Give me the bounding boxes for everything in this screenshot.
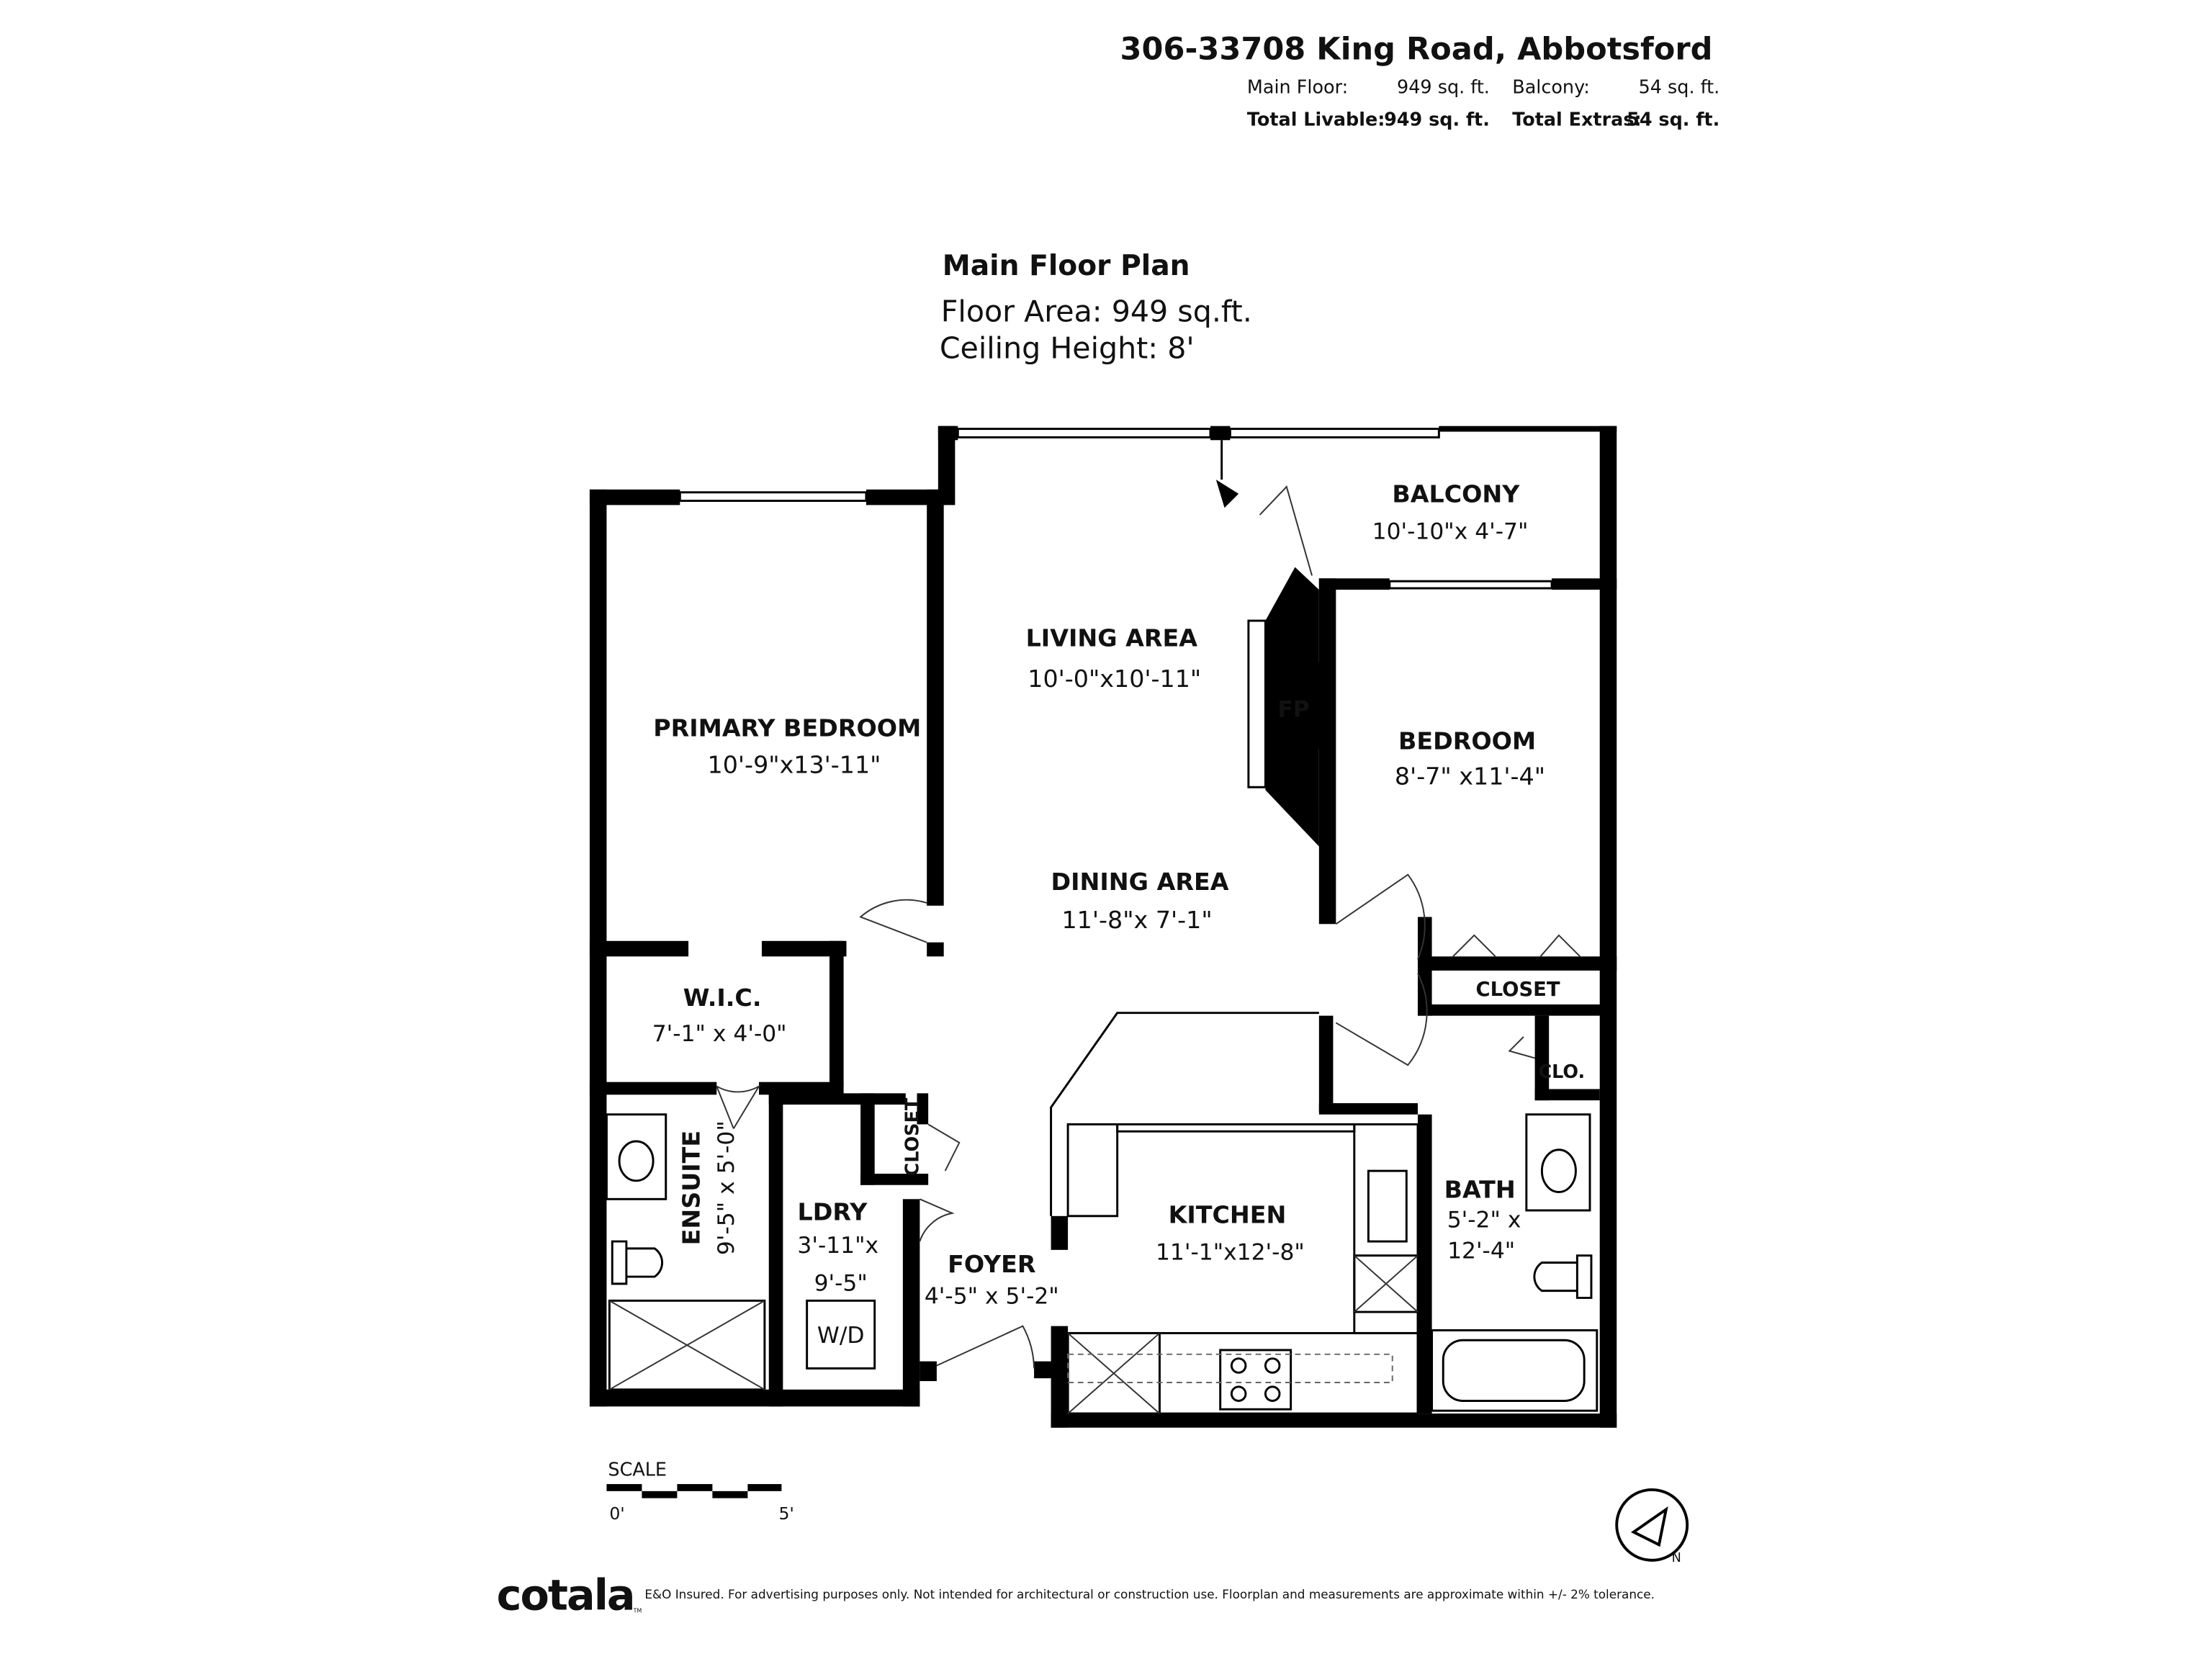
- washer-dryer-label: W/D: [817, 1323, 865, 1349]
- ldry-dims-2: 9'-5": [814, 1271, 868, 1297]
- kitchen-sink-icon: [1367, 1169, 1408, 1243]
- plan-title: Main Floor Plan: [943, 250, 1190, 282]
- balcony-value: 54 sq. ft.: [1639, 76, 1720, 98]
- total-livable-label: Total Livable:: [1247, 109, 1385, 130]
- main-floor-value: 949 sq. ft.: [1397, 76, 1490, 98]
- closet-foyer-name: CLOSET: [902, 1097, 923, 1176]
- balcony-dims: 10'-10"x 4'-7": [1372, 518, 1529, 544]
- scale-label: SCALE: [608, 1459, 667, 1480]
- plan-info: Main Floor Plan Floor Area: 949 sq.ft. C…: [940, 250, 1252, 366]
- total-extras-label: Total Extras:: [1512, 109, 1641, 130]
- closet-bedroom-name: CLOSET: [1476, 979, 1560, 1001]
- ensuite-toilet-icon: [611, 1240, 664, 1285]
- balcony-label: Balcony:: [1512, 76, 1590, 98]
- header: 306-33708 King Road, Abbotsford Main Flo…: [1120, 31, 1720, 130]
- bath-dims-2: 12'-4": [1447, 1238, 1515, 1264]
- compass-north: N: [1672, 1551, 1681, 1565]
- bath-sink-icon: [1540, 1148, 1577, 1193]
- footer: cotala TM E&O Insured. For advertising p…: [497, 1570, 1655, 1619]
- cotala-logo: cotala: [497, 1570, 634, 1619]
- kitchen-name: KITCHEN: [1169, 1201, 1287, 1229]
- ensuite-dims: 9'-5" x 5'-0": [714, 1120, 739, 1255]
- floor-area: Floor Area: 949 sq.ft.: [941, 295, 1252, 329]
- disclaimer: E&O Insured. For advertising purposes on…: [644, 1587, 1655, 1601]
- bath-name: BATH: [1444, 1175, 1516, 1203]
- bath-dims-1: 5'-2" x: [1447, 1207, 1521, 1233]
- bath-toilet-icon: [1533, 1254, 1593, 1299]
- kitchen-counter: [1353, 1123, 1419, 1334]
- windows: [678, 428, 1553, 590]
- bedroom-name: BEDROOM: [1398, 727, 1536, 755]
- ensuite-sink-icon: [618, 1140, 655, 1182]
- fireplace-label: FP: [1277, 696, 1309, 722]
- ensuite-shower-icon: [608, 1299, 766, 1391]
- trademark: TM: [633, 1607, 642, 1614]
- dining-name: DINING AREA: [1051, 868, 1229, 896]
- wic-dims: 7'-1" x 4'-0": [652, 1021, 787, 1047]
- doors: [716, 485, 1581, 1369]
- scale-max: 5': [778, 1503, 793, 1524]
- bedroom-dims: 8'-7" x11'-4": [1395, 762, 1545, 790]
- ldry-name: LDRY: [798, 1198, 868, 1226]
- clo-name: CLO.: [1538, 1061, 1585, 1083]
- main-floor-label: Main Floor:: [1247, 76, 1348, 98]
- address-title: 306-33708 King Road, Abbotsford: [1120, 31, 1713, 67]
- room-labels: BALCONY 10'-10"x 4'-7" LIVING AREA 10'-0…: [652, 480, 1585, 1349]
- washer-dryer-icon: [806, 1299, 876, 1370]
- dining-dims: 11'-8"x 7'-1": [1062, 906, 1213, 934]
- total-livable-value: 949 sq. ft.: [1384, 109, 1490, 130]
- stove-icon: [1219, 1349, 1292, 1411]
- walls: [589, 426, 1617, 1428]
- compass-icon: N: [1615, 1488, 1689, 1565]
- primary-bedroom-dims: 10'-9"x13'-11": [708, 751, 881, 779]
- foyer-name: FOYER: [948, 1250, 1035, 1278]
- ensuite-name: ENSUITE: [678, 1130, 706, 1245]
- foyer-dims: 4'-5" x 5'-2": [925, 1283, 1059, 1309]
- scale-bar: SCALE 0' 5': [606, 1459, 794, 1524]
- kitchen-dims: 11'-1"x12'-8": [1156, 1240, 1305, 1266]
- fixtures: [605, 619, 1599, 1415]
- ldry-dims-1: 3'-11"x: [797, 1233, 878, 1259]
- fireplace-hearth: [1247, 619, 1267, 788]
- wic-name: W.I.C.: [683, 984, 762, 1012]
- ceiling-height: Ceiling Height: 8': [940, 331, 1195, 366]
- scale-min: 0': [609, 1503, 624, 1524]
- primary-bedroom-name: PRIMARY BEDROOM: [653, 714, 921, 742]
- living-name: LIVING AREA: [1026, 624, 1198, 652]
- bathtub-icon: [1431, 1329, 1599, 1412]
- total-extras-value: 54 sq. ft.: [1627, 109, 1719, 130]
- balcony-name: BALCONY: [1392, 480, 1520, 508]
- living-dims: 10'-0"x10'-11": [1028, 665, 1201, 693]
